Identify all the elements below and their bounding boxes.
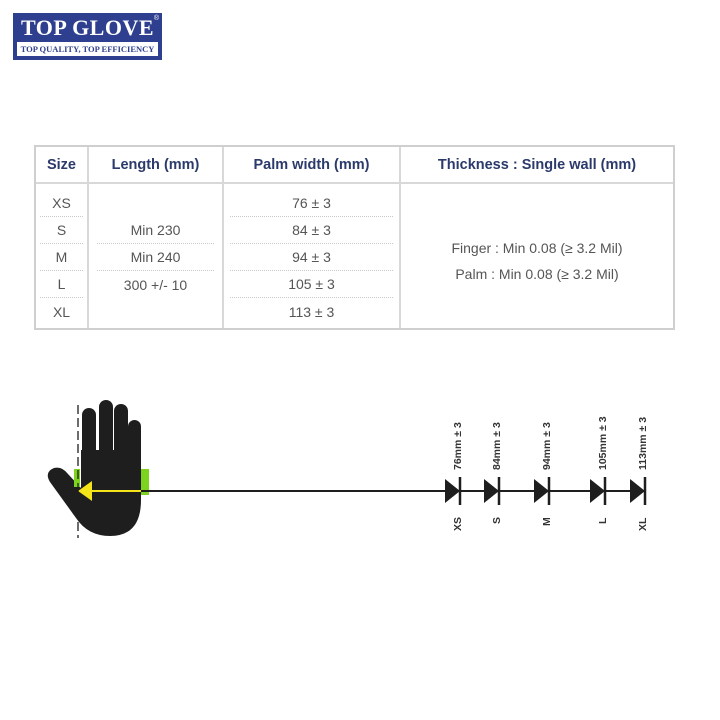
top-glove-logo: TOP GLOVE ® TOP QUALITY, TOP EFFICIENCY — [13, 13, 162, 60]
marker-size-s: S — [491, 516, 503, 524]
palm-thickness: Palm : Min 0.08 (≥ 3.2 Mil) — [455, 266, 619, 282]
length-cell: Min 240 — [97, 244, 214, 271]
hand-measurement-diagram: 76mm ± 3 84mm ± 3 94mm ± 3 105mm ± 3 113… — [0, 390, 720, 550]
marker-size-xs: XS — [452, 516, 464, 531]
marker-measure-m: 94mm ± 3 — [541, 422, 553, 470]
palm-width-cell: 94 ± 3 — [230, 244, 393, 271]
finger-thickness: Finger : Min 0.08 (≥ 3.2 Mil) — [451, 240, 623, 256]
size-cell: L — [40, 271, 83, 298]
registered-mark: ® — [153, 15, 159, 22]
marker-measure-xl: 113mm ± 3 — [637, 416, 649, 470]
thickness-header: Thickness : Single wall (mm) — [401, 147, 673, 184]
marker-size-xl: XL — [637, 517, 649, 531]
logo-tagline: TOP QUALITY, TOP EFFICIENCY — [17, 42, 158, 56]
palm-width-cell: 113 ± 3 — [288, 303, 335, 320]
size-cell: XL — [52, 303, 71, 320]
length-cell: Min 230 — [97, 217, 214, 244]
size-column: Size XS S M L XL — [36, 147, 89, 328]
palm-width-cell: 76 ± 3 — [230, 190, 393, 217]
palm-width-header: Palm width (mm) — [224, 147, 399, 184]
size-cell: S — [40, 217, 83, 244]
marker-measure-s: 84mm ± 3 — [491, 422, 503, 470]
palm-width-column: Palm width (mm) 76 ± 3 84 ± 3 94 ± 3 105… — [224, 147, 401, 328]
marker-size-l: L — [597, 517, 609, 524]
length-column: Length (mm) Min 230 Min 240 300 +/- 10 — [89, 147, 224, 328]
size-header: Size — [36, 147, 87, 184]
marker-measure-l: 105mm ± 3 — [597, 416, 609, 470]
thickness-column: Thickness : Single wall (mm) Finger : Mi… — [401, 147, 673, 328]
marker-measure-xs: 76mm ± 3 — [452, 422, 464, 470]
palm-width-cell: 84 ± 3 — [230, 217, 393, 244]
size-cell: M — [40, 244, 83, 271]
palm-width-cell: 105 ± 3 — [230, 271, 393, 298]
size-spec-table: Size XS S M L XL Length (mm) Min 230 Min… — [34, 145, 675, 330]
size-cell: XS — [40, 190, 83, 217]
length-cell: 300 +/- 10 — [123, 276, 188, 293]
length-header: Length (mm) — [89, 147, 222, 184]
hand-measure-icon — [47, 400, 647, 538]
marker-size-m: M — [541, 517, 553, 526]
logo-brand: TOP GLOVE — [20, 15, 155, 40]
